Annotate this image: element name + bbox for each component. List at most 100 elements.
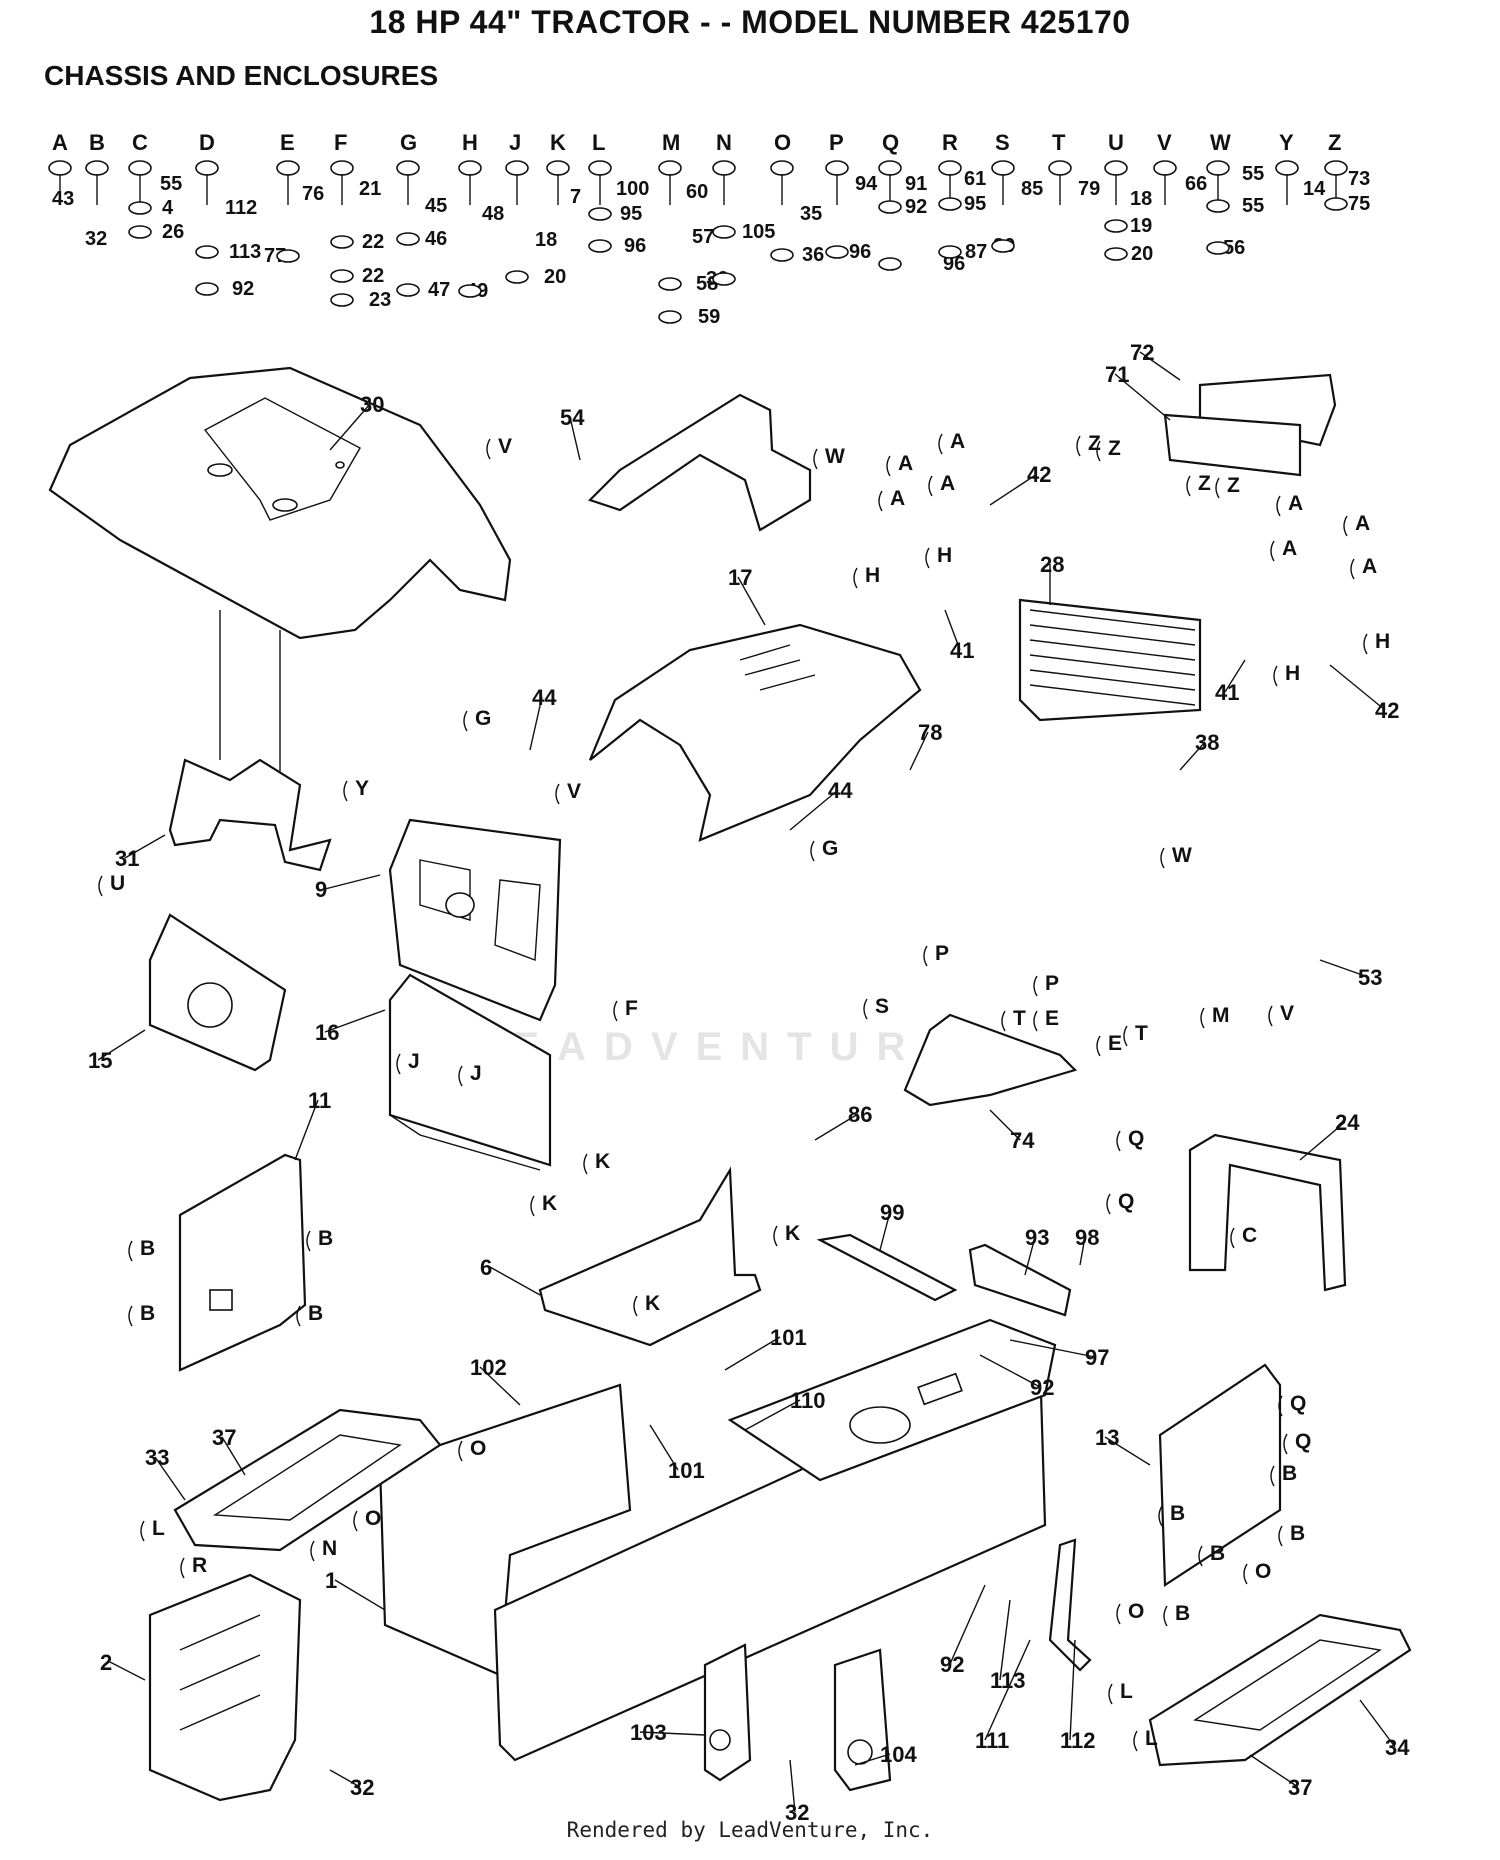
washer-icon (588, 239, 612, 253)
connector-letter: Y (355, 777, 369, 800)
leader-line (1179, 741, 1206, 771)
connector-letter: Z (1198, 472, 1211, 495)
hardware-letter: L (592, 130, 605, 155)
callout-number: 6 (480, 1255, 492, 1280)
hardware-part-number: 76 (302, 183, 324, 205)
washer-icon (658, 310, 682, 324)
washer-icon (330, 269, 354, 283)
hardware-part-number: 91 (905, 173, 927, 195)
connector-letter: U (110, 872, 125, 895)
callout-number: 102 (470, 1355, 507, 1380)
fastener-icon (195, 160, 219, 205)
connector-tick (463, 710, 468, 732)
callout-number: 9 (315, 877, 327, 902)
hardware-letter: Z (1328, 130, 1341, 155)
connector-tick (1001, 1010, 1006, 1032)
washer-icon (938, 197, 962, 211)
footer-credit: Rendered by LeadVenture, Inc. (566, 1818, 934, 1842)
callout-number: 32 (350, 1775, 374, 1800)
connector-tick (810, 840, 815, 862)
callout-number: 24 (1335, 1110, 1360, 1135)
hardware-part-number: 79 (1078, 178, 1100, 200)
callout-number: 42 (1027, 462, 1051, 487)
connector-tick (1270, 1465, 1275, 1487)
connector-tick (1215, 477, 1220, 499)
connector-tick (1076, 435, 1081, 457)
fastener-icon (991, 160, 1015, 205)
fastener-icon (1153, 160, 1177, 205)
hardware-part-number: 43 (52, 188, 74, 210)
part-panel-72-71 (1163, 373, 1337, 477)
connector-letter: B (1282, 1462, 1297, 1485)
washer-icon (658, 277, 682, 291)
fastener-icon (770, 160, 794, 205)
connector-tick (1186, 475, 1191, 497)
connector-letter: P (1045, 972, 1059, 995)
leader-line (789, 789, 839, 831)
leader-line (909, 731, 929, 771)
hardware-part-number: 22 (362, 231, 384, 253)
connector-tick (1116, 1130, 1121, 1152)
connector-tick (128, 1305, 133, 1327)
connector-tick (1123, 1025, 1128, 1047)
part-bracket-13 (1158, 1363, 1282, 1587)
hardware-part-number: 87 (965, 241, 987, 263)
fastener-icon (546, 160, 570, 205)
leader-line (329, 403, 371, 451)
hardware-part-number: 18 (535, 229, 557, 251)
leader-line (949, 1584, 986, 1665)
hardware-part-number: 92 (905, 196, 927, 218)
connector-tick (1230, 1227, 1235, 1249)
hardware-part-number: 23 (369, 289, 391, 311)
hardware-part-number: 32 (85, 228, 107, 250)
connector-tick (180, 1557, 185, 1579)
fastener-icon (505, 160, 529, 205)
washer-icon (458, 284, 482, 298)
hardware-letter: H (462, 130, 478, 155)
washer-icon (128, 225, 152, 239)
hardware-part-number: 55 (160, 173, 182, 195)
leader-line (529, 696, 543, 751)
leader-line (1224, 659, 1246, 693)
hardware-letter: T (1052, 130, 1066, 155)
fastener-icon (878, 160, 902, 205)
connector-letter: S (875, 995, 889, 1018)
leader-line (489, 1266, 541, 1296)
connector-letter: C (1242, 1224, 1257, 1247)
leader-line (1009, 1339, 1096, 1358)
callout-number: 42 (1375, 698, 1399, 723)
connector-letter: L (1145, 1727, 1158, 1750)
fastener-icon (128, 160, 152, 205)
connector-tick (140, 1520, 145, 1542)
connector-letter: L (152, 1517, 165, 1540)
washer-icon (128, 201, 152, 215)
connector-tick (306, 1230, 311, 1252)
part-cover-15 (148, 913, 287, 1072)
part-strap-99 (816, 1233, 958, 1302)
leader-line (984, 1639, 1031, 1741)
connector-letter: Q (1290, 1392, 1306, 1415)
connector-tick (458, 1065, 463, 1087)
hardware-part-number: 46 (425, 228, 447, 250)
hardware-part-number: 35 (800, 203, 822, 225)
hardware-letter: Q (882, 130, 899, 155)
hardware-part-number: 96 (624, 235, 646, 257)
callout-number: 93 (1025, 1225, 1049, 1250)
fastener-icon (825, 160, 849, 205)
connector-tick (1273, 665, 1278, 687)
callout-number: 17 (728, 565, 752, 590)
connector-tick (863, 998, 868, 1020)
connector-tick (396, 1053, 401, 1075)
fastener-icon (396, 160, 420, 205)
callout-number: 101 (668, 1458, 705, 1483)
hardware-part-number: 48 (482, 203, 504, 225)
washer-icon (825, 245, 849, 259)
callout-number: 54 (560, 405, 585, 430)
callout-number: 111 (975, 1728, 1009, 1753)
callout-number: 16 (315, 1020, 339, 1045)
connector-letter: H (1375, 630, 1390, 653)
connector-letter: B (1175, 1602, 1190, 1625)
connector-letter: B (1290, 1522, 1305, 1545)
part-front-plate-2 (148, 1573, 302, 1802)
hardware-letter: F (334, 130, 347, 155)
